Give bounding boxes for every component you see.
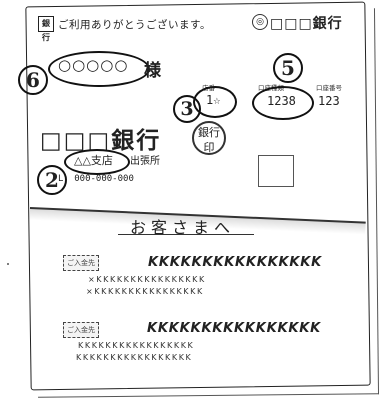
bank-logo-mark: 銀行 bbox=[38, 16, 54, 42]
branch-number-ellipse bbox=[193, 86, 237, 118]
addressee-underline bbox=[118, 234, 254, 236]
phone-number: L. 000-000-000 bbox=[58, 174, 134, 184]
speck bbox=[7, 263, 9, 265]
row2-line2: KKKKKKKKKKKKKKKKK bbox=[76, 353, 193, 362]
row2-tag: ご入金先 bbox=[63, 322, 99, 338]
row1-line1: ×KKKKKKKKKKKKKKKK bbox=[88, 275, 206, 284]
addressee-title: お客さまへ bbox=[130, 218, 236, 237]
recipient-name: ○○○○○ bbox=[58, 56, 129, 74]
stamp-box bbox=[258, 155, 294, 187]
bank-seal-stamp: 銀行印 bbox=[192, 121, 226, 155]
account-number-label: 口座番号 bbox=[316, 84, 342, 92]
bank-emblem-icon: ◎ bbox=[252, 14, 268, 30]
row2-line1: KKKKKKKKKKKKKKKKK bbox=[78, 341, 195, 350]
branch-office-suffix: 出張所 bbox=[130, 156, 160, 167]
greeting-text: ご利用ありがとうございます。 bbox=[58, 19, 211, 31]
callout-5: 5 bbox=[273, 53, 303, 83]
account-ellipse bbox=[252, 86, 314, 120]
row2-kana: KKKKKKKKKKKKKKKK bbox=[147, 321, 321, 336]
row1-tag: ご入金先 bbox=[63, 255, 99, 271]
row1-line2: ×KKKKKKKKKKKKKKKK bbox=[86, 287, 204, 296]
account-type-value: 1238 bbox=[267, 94, 296, 108]
branch-name-ellipse bbox=[64, 149, 130, 175]
recipient-honorific: 様 bbox=[144, 61, 161, 81]
callout-2: 2 bbox=[37, 165, 67, 195]
row1-kana: KKKKKKKKKKKKKKKK bbox=[148, 255, 322, 270]
branch-name: △△支店 bbox=[74, 154, 113, 167]
account-number-value: 123 bbox=[318, 94, 340, 108]
name-highlight-ellipse bbox=[48, 51, 150, 87]
bank-name-header: □□□銀行 bbox=[270, 16, 343, 32]
branch-number-value: 1☆ bbox=[206, 93, 221, 107]
callout-6: 6 bbox=[18, 65, 48, 95]
